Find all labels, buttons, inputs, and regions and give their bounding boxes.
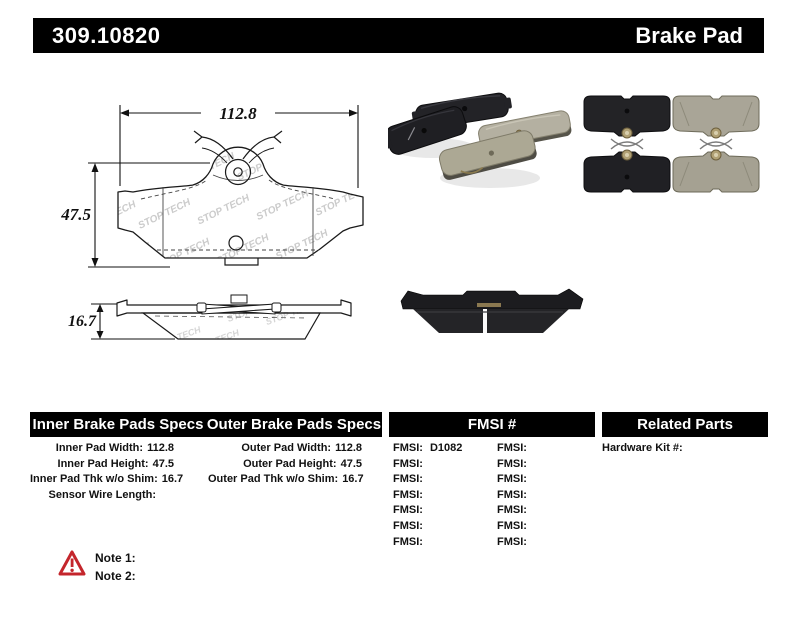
svg-text:STOP TECH: STOP TECH [275,105,331,140]
friction-material [413,309,569,333]
fmsi-row: FMSI: [393,504,423,517]
svg-text:STOP TECH: STOP TECH [295,144,351,179]
abutment-clip [193,130,283,186]
fmsi-row: FMSI: [497,504,527,517]
photo-pads-angled [388,92,572,188]
inner-specs-column: Inner Pad Width:112.8 Inner Pad Height:4… [30,441,184,503]
spec-row: Inner Pad Height:47.5 [57,457,174,470]
fmsi-left-column: FMSI:D1082 FMSI: FMSI: FMSI: FMSI: FMSI:… [393,441,493,550]
arrow-up-icon [96,304,104,312]
svg-text:STOP TECH: STOP TECH [196,192,252,227]
pad-friction-top [672,95,760,147]
svg-text:STOP TECH: STOP TECH [156,236,212,271]
pad-friction-bottom [672,141,760,193]
inner-specs-title: Inner Brake Pads Specs [32,416,204,433]
svg-text:STOP TECH: STOP TECH [97,240,153,275]
warning-triangle-icon [58,550,86,576]
front-view-drawing: 112.8 47.5 STOP TECH STOP TECH STOP TECH… [60,104,364,275]
spec-row: Sensor Wire Length: [48,488,156,501]
side-view-drawing: 16.7 STOP TECH STOP TECH STOP TECH STOP … [68,278,352,350]
svg-text:STOP TECH: STOP TECH [274,227,330,262]
pad-back-bottom [583,141,671,193]
fmsi-header-bar: FMSI # [389,412,595,437]
fmsi-row: FMSI: [497,519,527,532]
outer-specs-title: Outer Brake Pads Specs [206,416,382,433]
arrow-down-icon [91,258,99,267]
thickness-dim-label: 16.7 [68,313,97,330]
outer-specs-column: Outer Pad Width:112.8 Outer Pad Height:4… [208,441,364,488]
height-dim-label: 47.5 [60,205,91,224]
fmsi-row: FMSI: [497,473,527,486]
arrow-right-icon [349,109,358,117]
brake-pad-light-2 [438,130,537,180]
notes-block: Note 1: Note 2: [95,549,136,585]
height-dimension [88,162,210,268]
note-1: Note 1: [95,551,136,565]
stoptech-watermark: STOP TECH STOP TECH STOP TECH STOP TECH … [97,105,363,275]
spec-row: Outer Pad Thk w/o Shim:16.7 [208,473,364,486]
backing-plate [400,288,584,310]
fmsi-row: FMSI: [393,473,423,486]
svg-text:STOP TECH: STOP TECH [215,232,271,267]
fmsi-row: FMSI: [497,457,527,470]
fmsi-row: FMSI: [393,457,423,470]
fmsi-right-column: FMSI: FMSI: FMSI: FMSI: FMSI: FMSI: FMSI… [497,441,592,550]
fmsi-row: FMSI: [497,442,527,454]
arrow-left-icon [120,109,129,117]
bottom-tab [224,258,259,266]
svg-text:STOP TECH: STOP TECH [255,188,311,223]
photo-pads-flat [583,95,760,193]
fmsi-title: FMSI # [467,416,517,433]
fmsi-row: FMSI:D1082 [393,442,463,454]
related-row: Hardware Kit #: [602,442,683,454]
spec-row: Inner Pad Width:112.8 [55,442,174,454]
related-parts-title: Related Parts [637,416,733,433]
photo-pad-edge [400,288,584,333]
width-dimension [119,105,359,188]
fmsi-row: FMSI: [393,535,423,548]
pad-clip-side [196,294,282,315]
svg-text:STOP TECH: STOP TECH [151,324,203,350]
fmsi-row: FMSI: [497,535,527,548]
part-number: 309.10820 [52,22,161,48]
related-parts-header-bar: Related Parts [602,412,768,437]
bottom-hole [228,235,244,251]
note-2: Note 2: [95,569,136,583]
title-bar: 309.10820 Brake Pad [33,18,764,53]
thickness-dimension [91,303,175,340]
width-dim-label: 112.8 [219,104,257,123]
svg-text:STOP TECH: STOP TECH [137,197,193,232]
specs-header-bar: Inner Brake Pads Specs Outer Brake Pads … [30,412,382,437]
fmsi-row: FMSI: [393,519,423,532]
spec-row: Outer Pad Width:112.8 [241,442,362,454]
pad-outline [117,146,364,259]
product-type: Brake Pad [635,22,743,48]
svg-text:STOP TECH: STOP TECH [296,278,348,298]
related-parts-column: Hardware Kit #: [602,441,768,457]
arrow-down-icon [96,331,104,339]
fmsi-row: FMSI: [393,488,423,501]
fmsi-row: FMSI: [497,488,527,501]
pad-back-top [583,95,671,147]
spec-row: Inner Pad Thk w/o Shim:16.7 [30,473,184,486]
brake-pad-dark-2 [388,106,467,155]
clip-glint [477,303,501,307]
spec-row: Outer Pad Height:47.5 [243,457,362,470]
pad-gap [483,309,487,333]
arrow-up-icon [91,163,99,172]
